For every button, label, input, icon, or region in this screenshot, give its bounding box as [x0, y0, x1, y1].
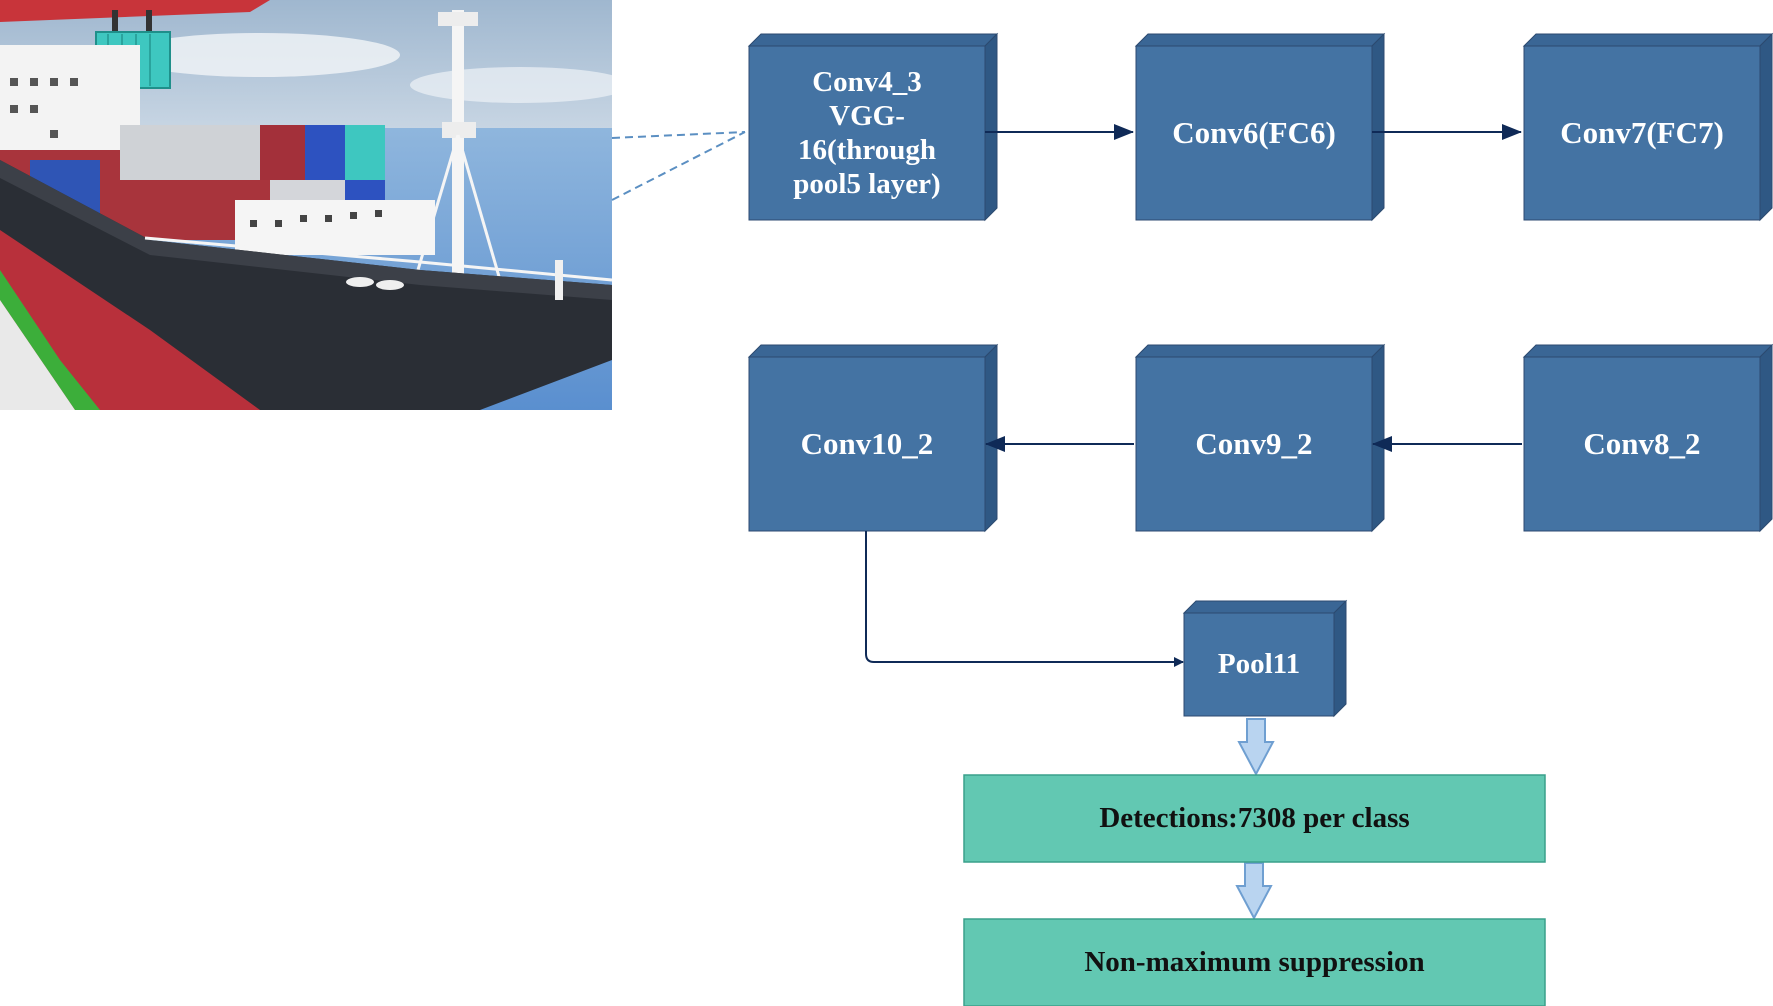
- block-pool11: [1182, 599, 1348, 718]
- block-conv7: [1522, 32, 1773, 222]
- hollow-down-arrow-1: [1237, 718, 1275, 777]
- block-conv9-2: [1134, 343, 1386, 533]
- detections-box: [963, 774, 1546, 863]
- input-ship-image: [0, 0, 612, 410]
- nms-box: [963, 918, 1546, 1006]
- connectors: [865, 124, 1522, 667]
- hollow-down-arrow-2: [1235, 862, 1273, 921]
- block-conv6: [1134, 32, 1386, 222]
- image-projection-lines: [611, 131, 746, 201]
- arrow-conv10-to-pool11: [865, 531, 1184, 667]
- block-conv8-2: [1522, 343, 1773, 533]
- block-conv10-2: [747, 343, 999, 533]
- network-blocks: [747, 32, 1773, 718]
- block-conv4-3: [747, 32, 999, 222]
